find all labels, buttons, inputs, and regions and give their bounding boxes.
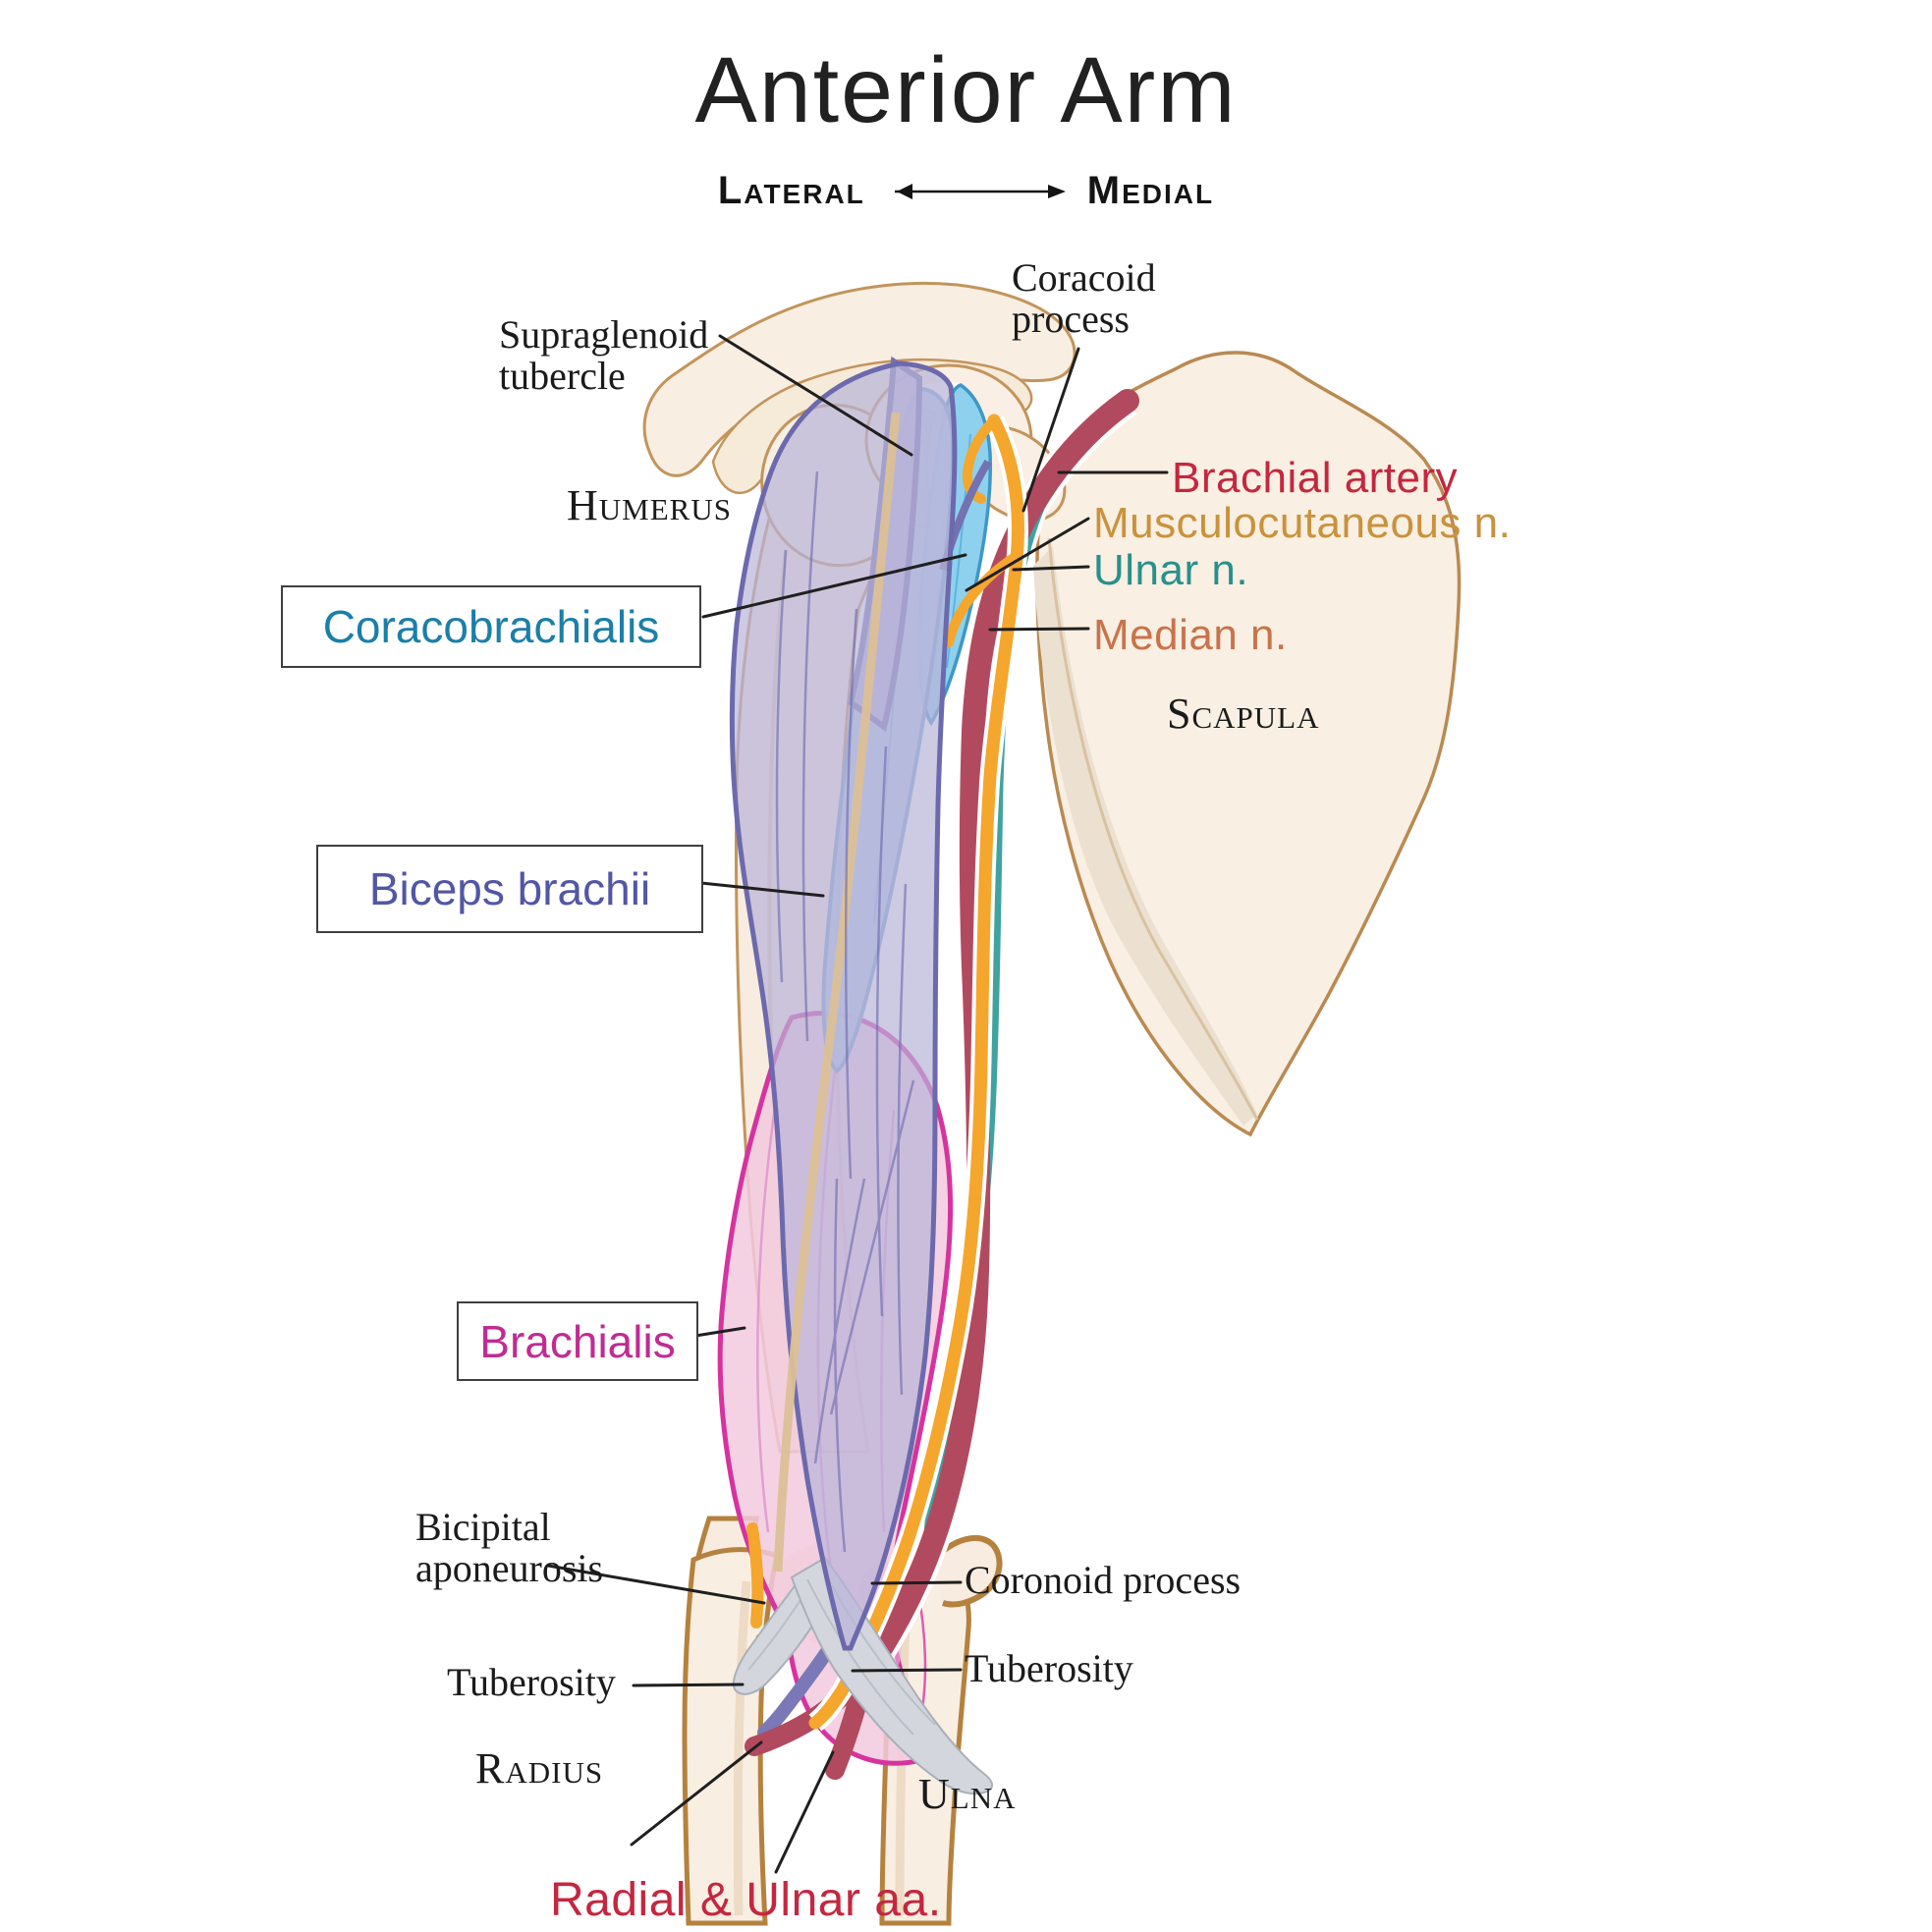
leader-supraglenoid <box>718 334 913 457</box>
leader-biceps <box>699 881 825 898</box>
label-median-n: Median n. <box>1093 611 1288 659</box>
label-tuberosity-right: Tuberosity <box>965 1646 1133 1690</box>
label-bicipital-aponeurosis: Bicipital aponeurosis <box>415 1505 604 1591</box>
label-musculocutaneous-n: Musculocutaneous n. <box>1093 499 1512 547</box>
median-nerve-shape <box>808 414 1024 1730</box>
leader-brachialis <box>693 1326 746 1338</box>
leader-coracoid <box>1021 347 1080 513</box>
label-coronoid-process: Coronoid process <box>965 1558 1242 1602</box>
leader-radial-a <box>630 1740 763 1847</box>
label-radius: Radius <box>475 1744 604 1793</box>
label-tuberosity-left: Tuberosity <box>447 1660 616 1704</box>
label-box-biceps-brachii: Biceps brachii <box>316 845 703 933</box>
coracobrachialis-label: Coracobrachialis <box>322 601 660 652</box>
leader-ulnar-n <box>1012 565 1090 572</box>
label-ulna: Ulna <box>918 1770 1017 1818</box>
biceps-long-head-tendon-shape <box>773 412 901 1573</box>
leader-bicipital <box>546 1564 766 1605</box>
leader-coracobrachialis <box>701 553 967 619</box>
biceps-brachii-label: Biceps brachii <box>368 863 651 914</box>
page-title: Anterior Arm <box>694 38 1238 142</box>
leader-tuberosity-left <box>632 1683 745 1687</box>
leader-tuberosity-right <box>851 1668 963 1673</box>
brachialis-label: Brachialis <box>479 1315 676 1367</box>
biceps-brachii-muscle-shape <box>729 356 992 1651</box>
label-supraglenoid-tubercle: Supraglenoid tubercle <box>499 312 709 399</box>
label-ulnar-n: Ulnar n. <box>1093 546 1249 594</box>
orientation-medial-label: Medial <box>1086 169 1215 212</box>
label-box-coracobrachialis: Coracobrachialis <box>281 585 701 668</box>
scapula-shape <box>1033 351 1462 1137</box>
label-radial-ulnar-aa: Radial & Ulnar aa. <box>550 1874 942 1926</box>
leader-coronoid <box>870 1580 963 1585</box>
musculocutaneous-nerve-shape <box>944 551 1021 647</box>
medial-epicondyle-shape <box>930 1534 1003 1608</box>
label-box-brachialis: Brachialis <box>457 1301 698 1381</box>
leader-musculocutaneous <box>965 517 1090 592</box>
orientation-indicator: Lateral Medial <box>0 169 1932 213</box>
leader-median-n <box>988 627 1090 632</box>
lateral-medial-arrow-icon <box>894 183 1066 199</box>
label-humerus: Humerus <box>567 481 732 529</box>
leader-ulnar-a <box>774 1750 835 1874</box>
label-scapula: Scapula <box>1167 690 1320 738</box>
label-brachial-artery: Brachial artery <box>1172 454 1459 502</box>
orientation-lateral-label: Lateral <box>717 169 865 212</box>
leader-lines <box>546 334 1169 1874</box>
label-coracoid-process: Coracoid process <box>1012 255 1156 342</box>
